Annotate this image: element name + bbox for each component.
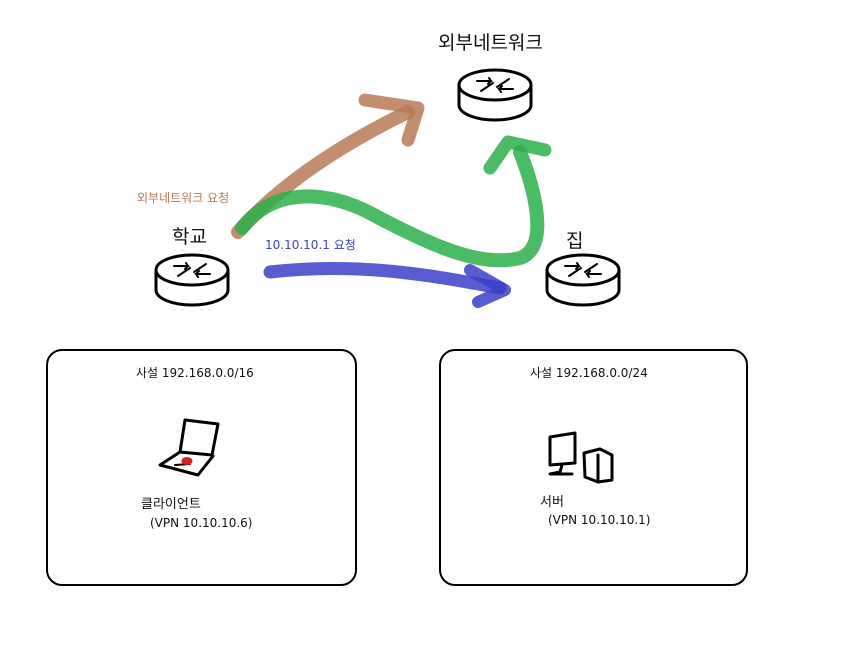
- router-home-icon: [545, 253, 621, 307]
- router-external-icon: [457, 68, 533, 122]
- home-network-box: [439, 349, 748, 586]
- server-computer-icon: [548, 431, 614, 484]
- school-network-title: 사설 192.168.0.0/16: [136, 366, 254, 380]
- return-path-arrow: [235, 135, 552, 268]
- vpn-request-label: 10.10.10.1 요청: [265, 238, 356, 252]
- router-external-label: 외부네트워크: [438, 32, 543, 54]
- server-vpn-address: (VPN 10.10.10.1): [548, 513, 651, 527]
- router-home-label: 집: [566, 230, 584, 252]
- laptop-icon: [158, 418, 220, 477]
- home-network-title: 사설 192.168.0.0/24: [530, 366, 648, 380]
- client-vpn-address: (VPN 10.10.10.6): [150, 516, 253, 530]
- client-device-name: 클라이언트: [141, 497, 201, 512]
- school-network-box: [46, 349, 357, 586]
- router-school-icon: [154, 253, 230, 307]
- router-school-label: 학교: [172, 226, 207, 248]
- external-request-label: 외부네트워크 요청: [137, 191, 230, 205]
- server-device-name: 서버: [540, 495, 564, 510]
- vpn-request-arrow: [263, 261, 511, 308]
